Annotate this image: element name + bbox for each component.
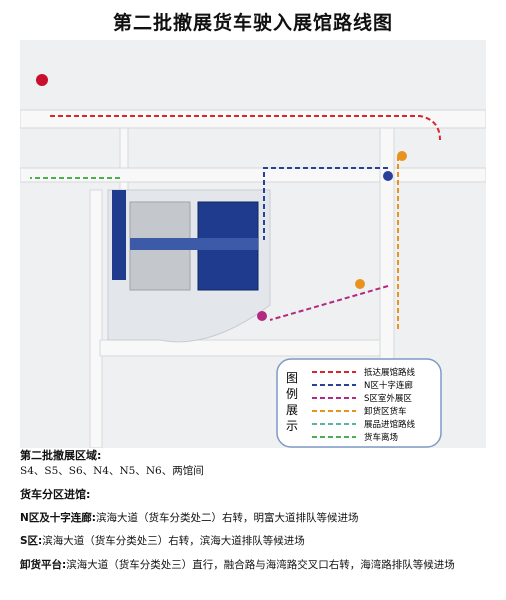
legend-title-char-3: 展 <box>286 403 298 417</box>
s-outdoor-marker <box>257 311 267 321</box>
route-n-cross-label: N区及十字连廊: <box>20 512 96 525</box>
map-legend: 图 例 展 示 抵达展馆路线 N区十字连廊 S区室外展区卸货区货车展品进馆路线货车离… <box>276 358 442 448</box>
legend-label-5: 展品进馆路线 <box>364 419 416 430</box>
route-unloading: 卸货平台:滨海大道（货车分类处三）直行，融合路与海湾路交叉口右转，海湾路排队等候… <box>20 558 490 573</box>
entry-heading: 货车分区进馆: <box>20 488 91 502</box>
zones-list: S4、S5、S6、N4、N5、N6、两馆间 <box>20 464 204 477</box>
page-title: 第二批撤展货车驶入展馆路线图 <box>112 12 393 34</box>
info-panel: 第二批撤展区域: S4、S5、S6、N4、N5、N6、两馆间 货车分区进馆: N… <box>20 448 490 573</box>
toll-station-marker <box>36 74 48 86</box>
route-n-cross-text: 滨海大道（货车分类处二）右转，明富大道排队等候进场 <box>96 512 359 525</box>
route-map: 图 例 展 示 抵达展馆路线 N区十字连廊 S区室外展区卸货区货车展品进馆路线货车离… <box>20 40 486 448</box>
legend-title-char-1: 图 <box>286 371 298 385</box>
hall-cross-corridor <box>130 238 258 250</box>
route-s-outdoor <box>269 285 389 321</box>
legend-label-2: N区十字连廊 <box>364 380 413 391</box>
legend-box <box>276 358 442 448</box>
hall-west-annex <box>112 190 126 280</box>
route-n-cross: N区及十字连廊:滨海大道（货车分类处二）右转，明富大道排队等候进场 <box>20 511 490 526</box>
legend-title-char-2: 例 <box>286 387 298 401</box>
route-unloading-text: 滨海大道（货车分类处三）直行，融合路与海湾路交叉口右转，海湾路排队等候进场 <box>66 558 455 571</box>
truck-sorting-point-2-marker <box>383 171 393 181</box>
route-unloading-label: 卸货平台: <box>20 558 67 571</box>
legend-label-3: S区室外展区 <box>364 393 412 404</box>
route-n-cross-corridor <box>263 167 388 240</box>
legend-label-4: 卸货区货车 <box>364 406 407 417</box>
routes <box>30 115 441 330</box>
route-s-zone: S区:滨海大道（货车分类处三）右转，滨海大道排队等候进场 <box>20 534 490 549</box>
zones-heading: 第二批撤展区域: <box>20 449 102 462</box>
route-s-zone-text: 滨海大道（货车分类处三）右转，滨海大道排队等候进场 <box>42 535 305 548</box>
legend-label-1: 抵达展馆路线 <box>364 367 416 378</box>
legend-label-6: 货车离场 <box>364 432 398 443</box>
route-s-zone-label: S区: <box>20 535 43 548</box>
route-arrival <box>50 115 441 141</box>
truck-sorting-point-3-marker <box>355 279 365 289</box>
legend-title-char-4: 示 <box>286 419 298 433</box>
exhibition-halls <box>107 189 271 343</box>
truck-sorting-point-1-marker <box>397 151 407 161</box>
